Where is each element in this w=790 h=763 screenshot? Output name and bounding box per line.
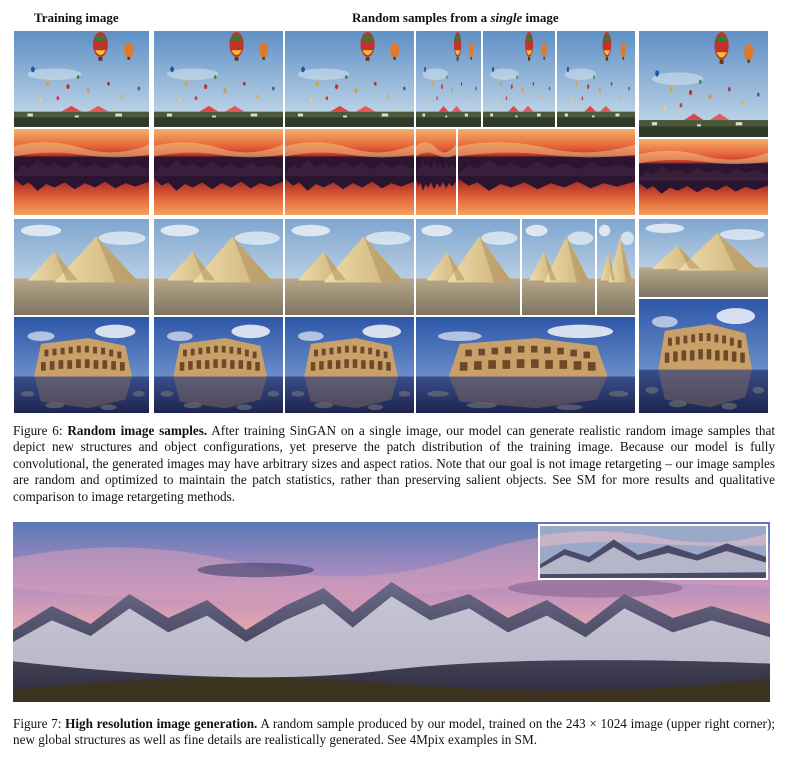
- sample-balloons-1: [153, 30, 284, 128]
- sample-balloons-6: [638, 30, 769, 138]
- training-image-balloons: [13, 30, 150, 128]
- sample-pyramids-4: [521, 218, 596, 316]
- sample-sunset-5: [638, 138, 769, 216]
- training-image-colosseum: [13, 316, 150, 414]
- sample-pyramids-6: [638, 218, 769, 298]
- sample-sunset-2: [284, 128, 415, 216]
- sample-colosseum-2: [284, 316, 415, 414]
- sample-balloons-2: [284, 30, 415, 128]
- sample-colosseum-4: [638, 298, 769, 414]
- sample-balloons-5: [556, 30, 636, 128]
- training-image-header: Training image: [34, 10, 119, 25]
- sample-sunset-4: [457, 128, 636, 216]
- sample-colosseum-1: [153, 316, 284, 414]
- sample-colosseum-3: [415, 316, 636, 414]
- training-image-sunset-lake: [13, 128, 150, 216]
- sample-balloons-3: [415, 30, 482, 128]
- sample-sunset-3: [415, 128, 457, 216]
- sample-balloons-4: [482, 30, 556, 128]
- sample-pyramids-3: [415, 218, 521, 316]
- sample-pyramids-2: [284, 218, 415, 316]
- figure-7-caption: Figure 7: High resolution image generati…: [13, 716, 776, 748]
- figure-6-caption: Figure 6: Random image samples. After tr…: [13, 423, 776, 504]
- random-samples-header: Random samples from a single image: [352, 10, 559, 25]
- sample-sunset-1: [153, 128, 284, 216]
- training-image-pyramids: [13, 218, 150, 316]
- sample-pyramids-5: [596, 218, 636, 316]
- sample-pyramids-1: [153, 218, 284, 316]
- training-image-inset: [538, 524, 768, 580]
